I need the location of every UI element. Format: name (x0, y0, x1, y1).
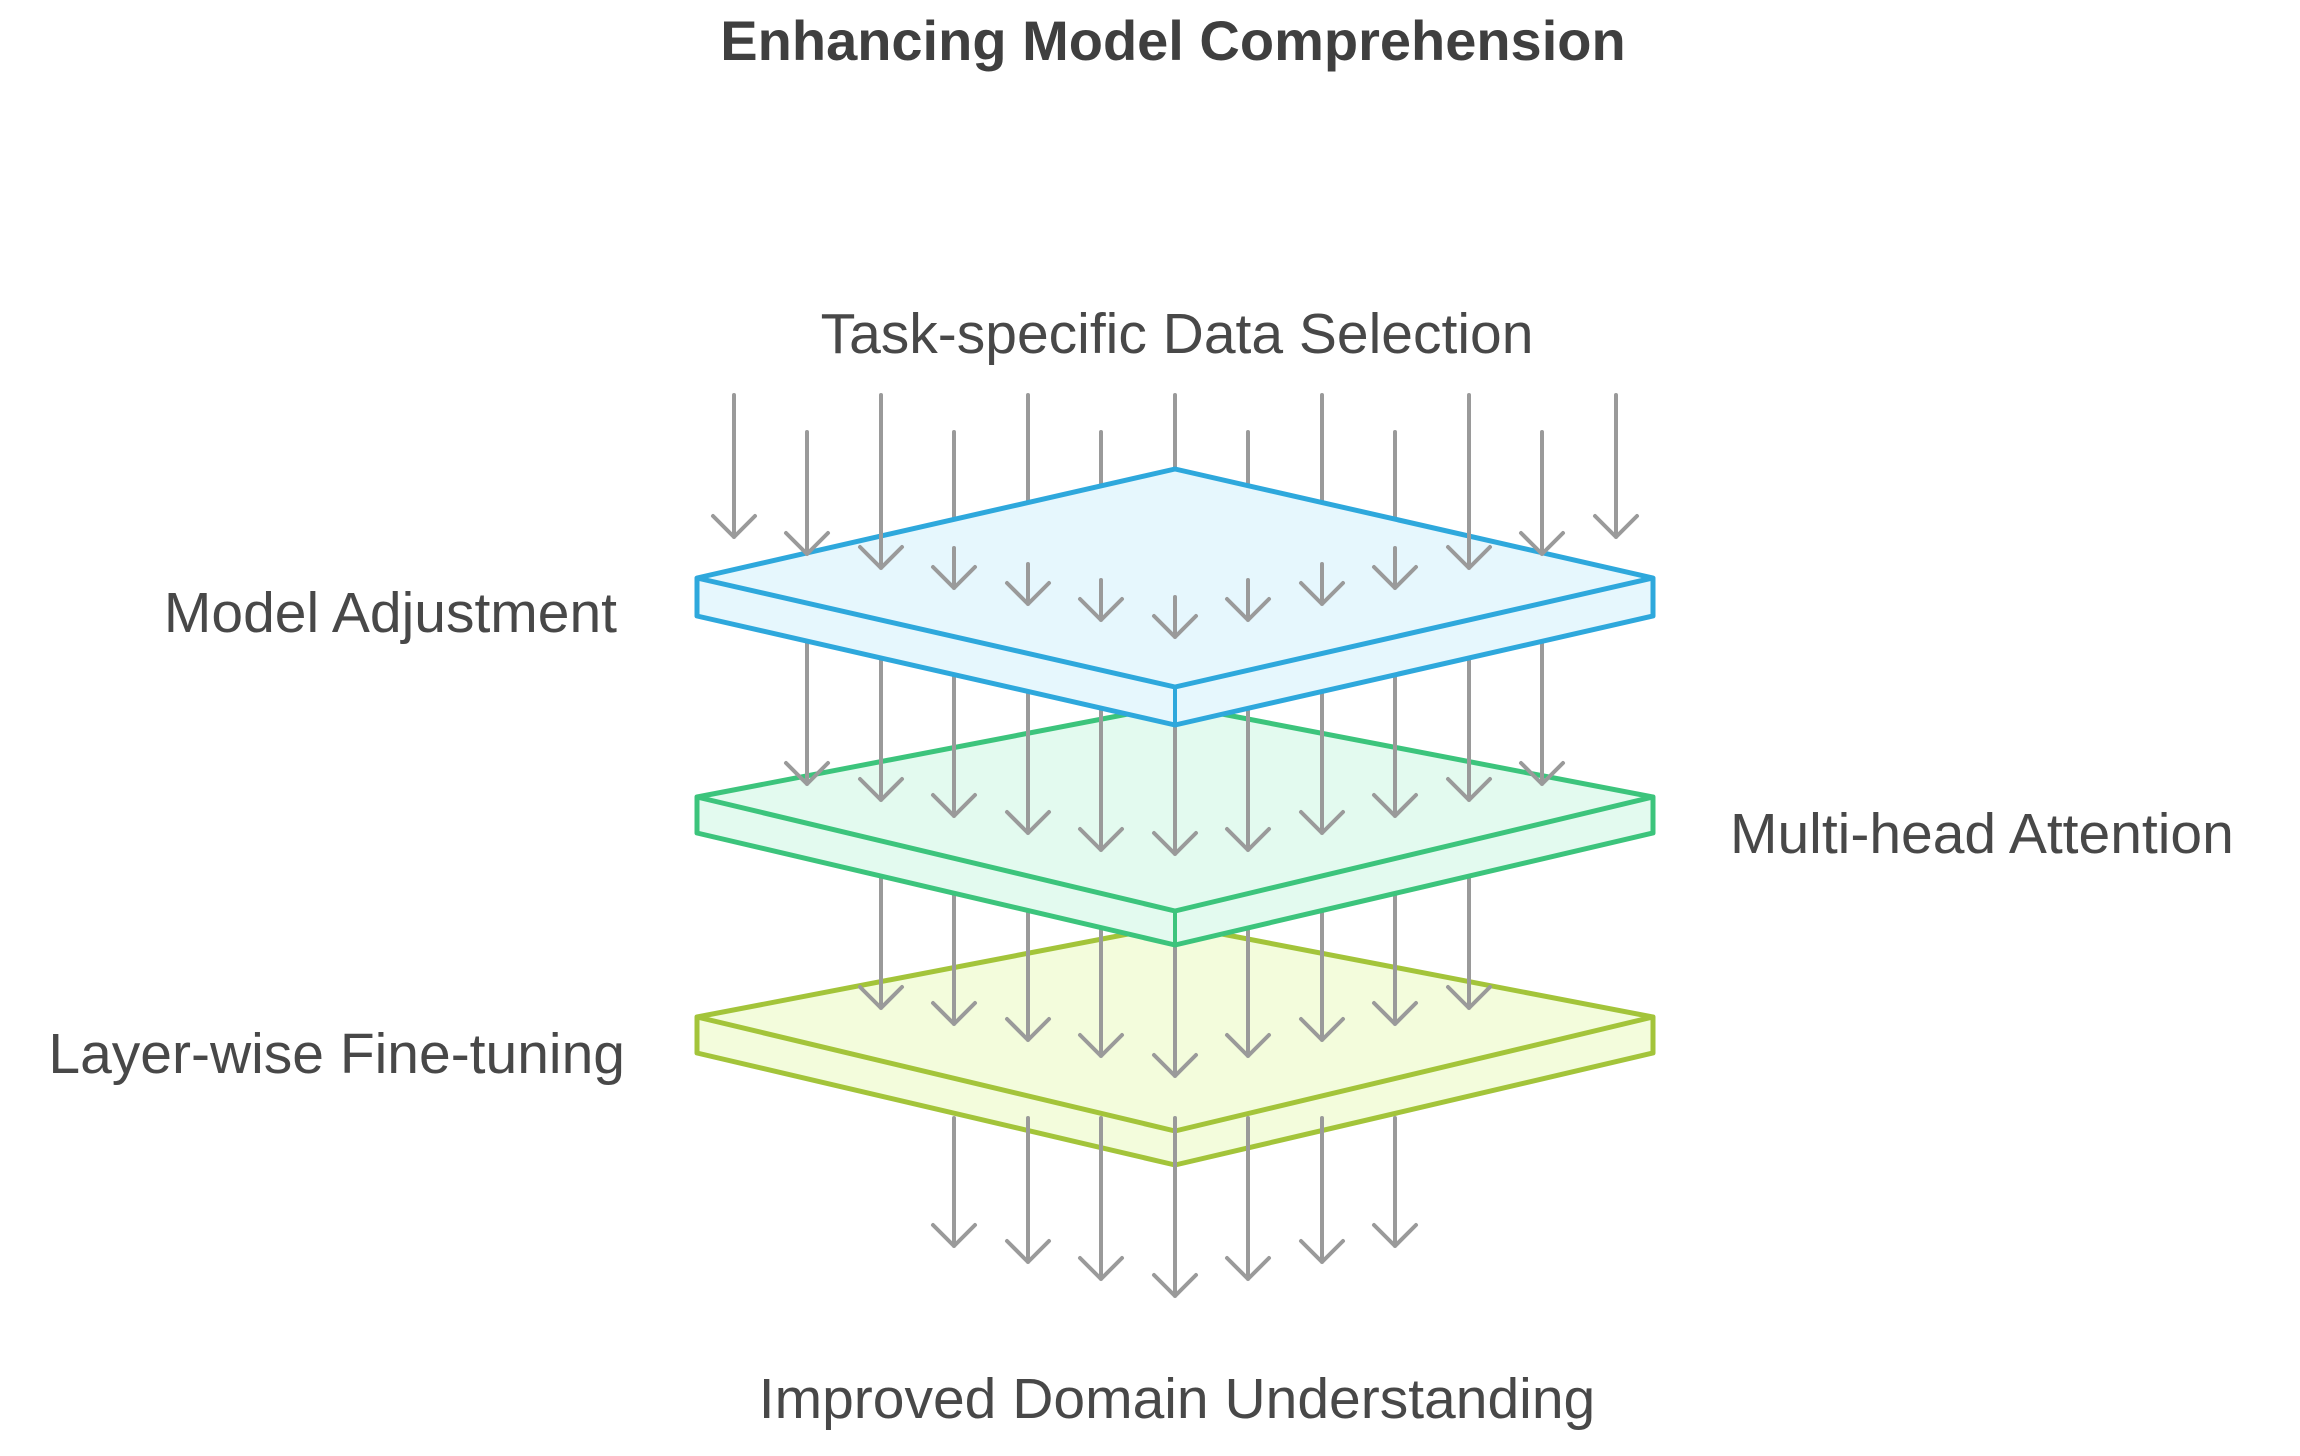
data-arrow (931, 982, 977, 1026)
layer-1-arrow-tips (784, 742, 1565, 856)
data-arrow (1005, 791, 1051, 835)
data-arrow (784, 742, 830, 786)
data-arrow (1005, 998, 1051, 1042)
data-arrow (1372, 982, 1418, 1026)
output-arrow (931, 1116, 977, 1248)
output-arrow (1078, 1116, 1124, 1281)
data-arrow (1446, 758, 1492, 802)
output-arrow (1372, 1116, 1418, 1248)
data-arrow (1372, 546, 1418, 590)
data-arrow (858, 966, 904, 1010)
output-label: Improved Domain Understanding (759, 1367, 1595, 1431)
data-arrow (711, 393, 757, 539)
data-arrow (1078, 808, 1124, 852)
data-arrow (931, 774, 977, 818)
data-arrow (1446, 966, 1492, 1010)
data-arrow (1152, 812, 1198, 856)
data-arrow (1593, 393, 1639, 539)
diagram-title: Enhancing Model Comprehension (720, 9, 1625, 72)
data-arrow (1225, 1014, 1271, 1058)
data-arrow (1152, 1034, 1198, 1078)
output-arrows (931, 1116, 1418, 1298)
data-arrow (931, 546, 977, 590)
output-arrow (1005, 1116, 1051, 1264)
data-arrow (1225, 808, 1271, 852)
layer-2-arrow-tips (858, 966, 1492, 1078)
layer-1-label: Model Adjustment (164, 581, 617, 645)
output-arrow (1299, 1116, 1345, 1264)
input-label: Task-specific Data Selection (821, 302, 1534, 366)
data-arrow (858, 526, 904, 570)
data-arrow (1005, 562, 1051, 606)
data-arrow (1152, 595, 1198, 639)
data-arrow (1225, 578, 1271, 622)
layer-3-label: Layer-wise Fine-tuning (48, 1022, 625, 1086)
layer-2-label: Multi-head Attention (1730, 802, 2234, 866)
data-arrow (858, 758, 904, 802)
data-arrow (784, 512, 830, 556)
data-arrow (1519, 742, 1565, 786)
output-arrow (1225, 1116, 1271, 1281)
data-arrow (1299, 791, 1345, 835)
data-arrow (1446, 526, 1492, 570)
input-arrow-tips (784, 512, 1565, 639)
data-arrow (1299, 998, 1345, 1042)
data-arrow (1519, 512, 1565, 556)
output-arrow (1152, 1116, 1198, 1298)
data-arrow (1078, 578, 1124, 622)
data-arrow (1078, 1014, 1124, 1058)
data-arrow (1299, 562, 1345, 606)
input-arrows (711, 393, 1639, 599)
data-arrow (1372, 774, 1418, 818)
